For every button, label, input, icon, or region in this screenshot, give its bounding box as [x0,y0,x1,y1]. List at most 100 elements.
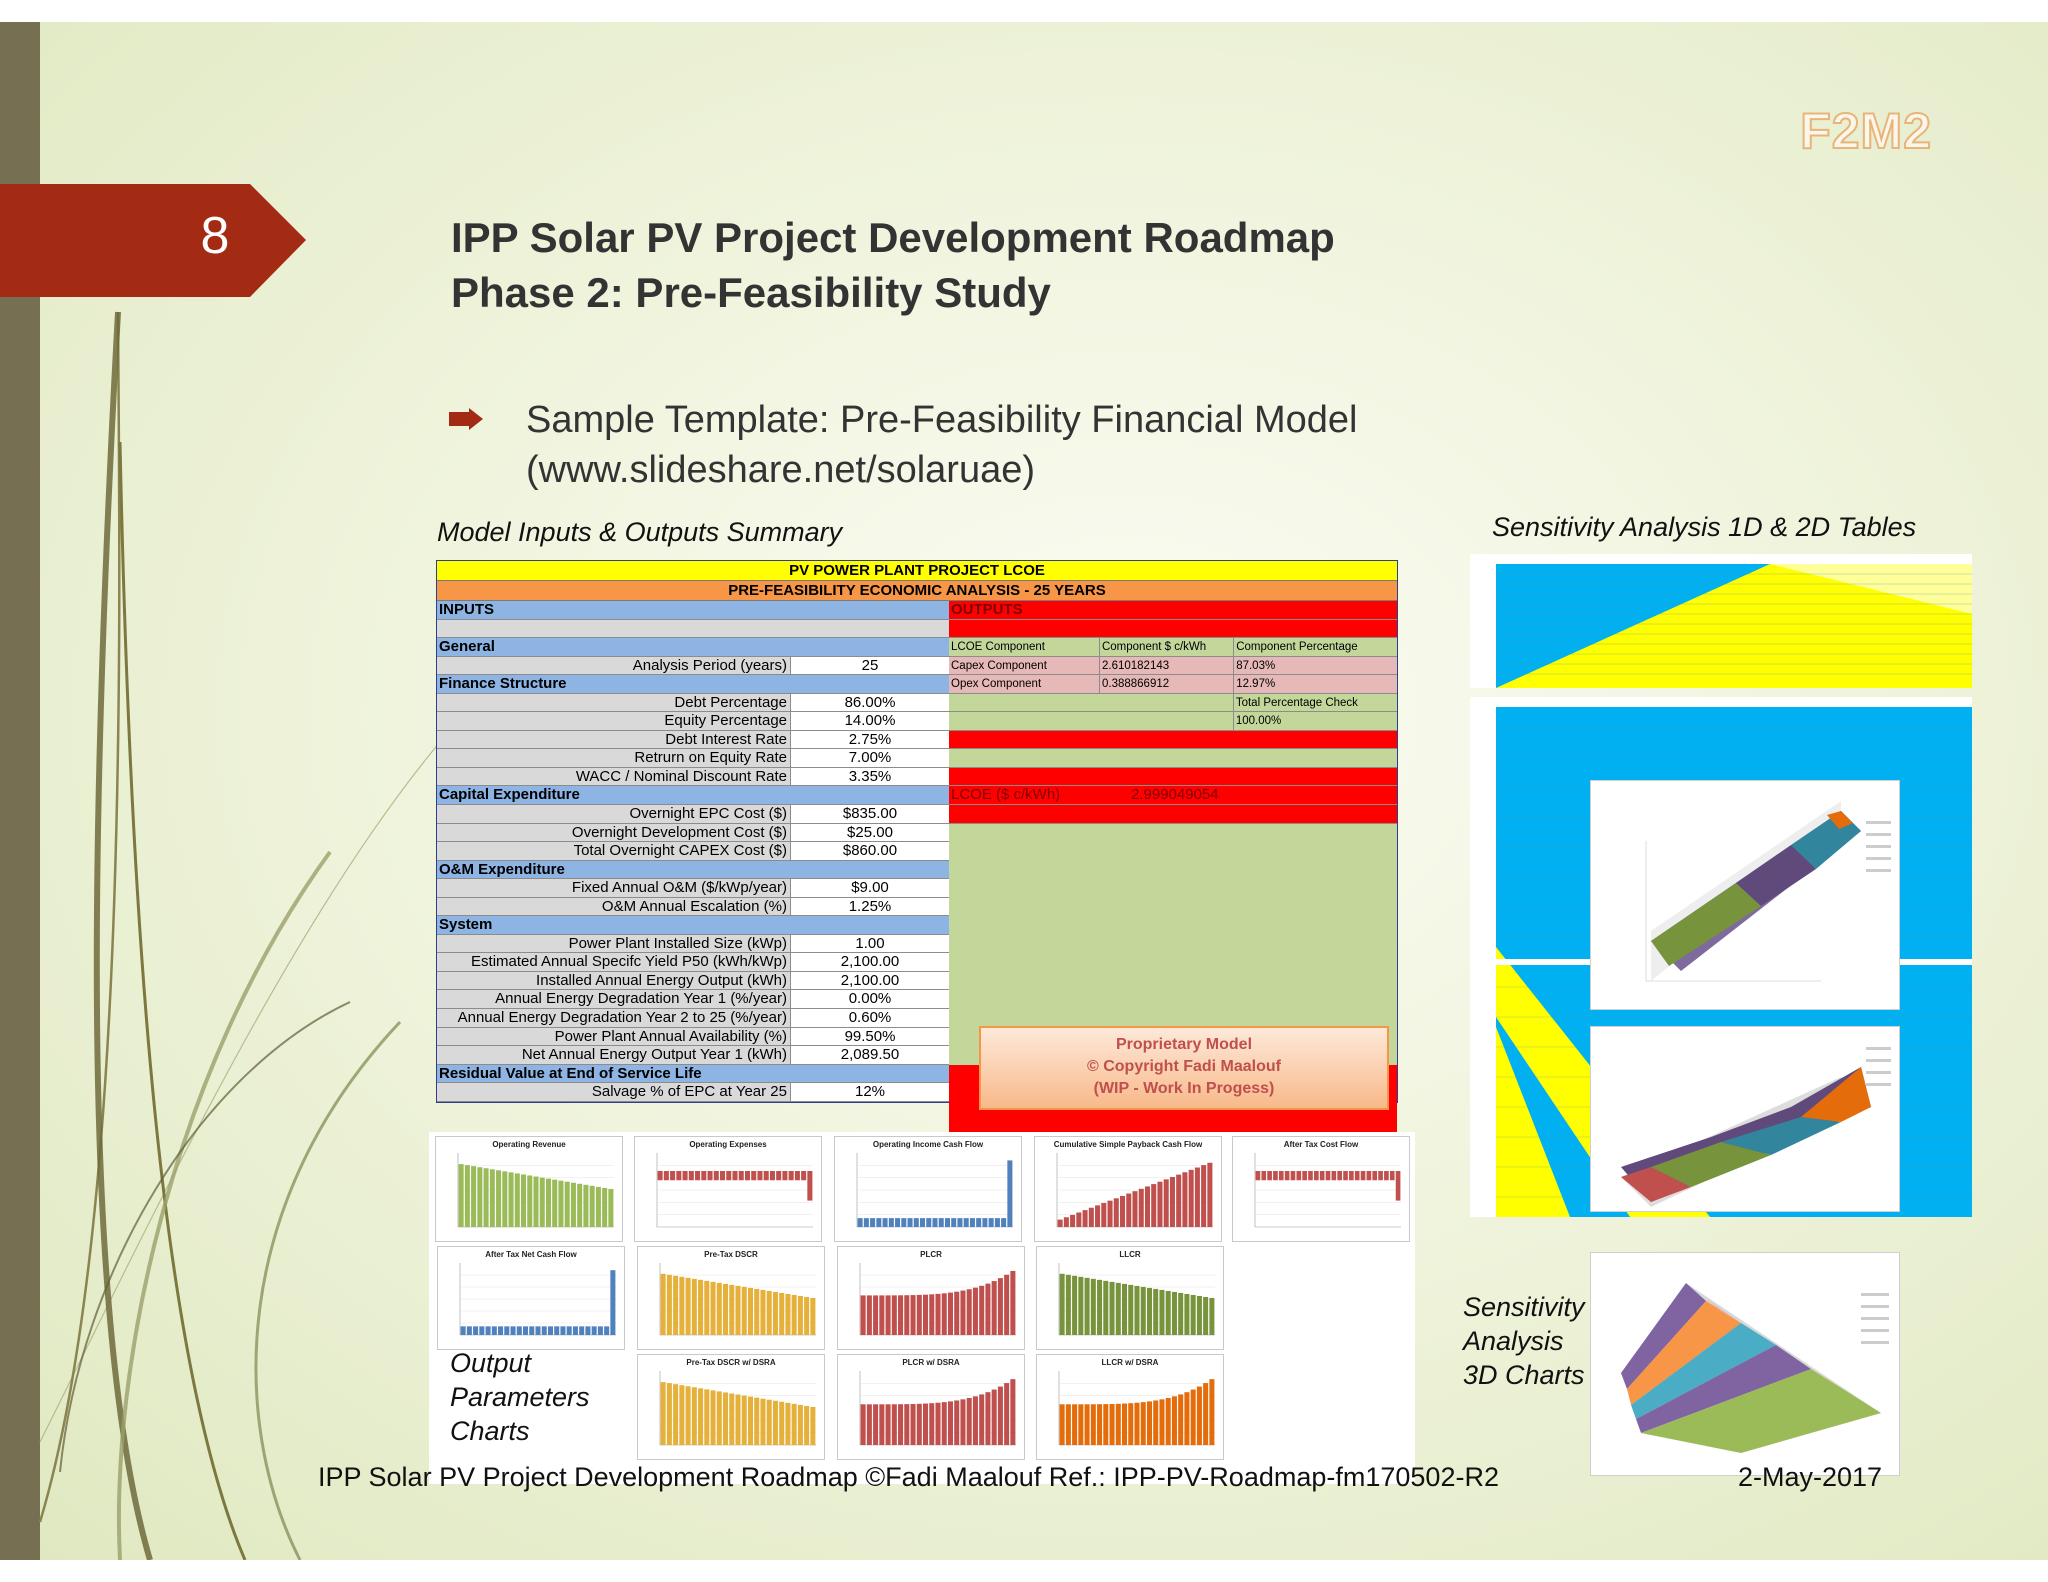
thumbnail-bar [979,1285,985,1335]
thumbnail-bar [471,1166,477,1227]
thumbnail-bar [1171,1291,1177,1335]
thumbnail-bar [682,1171,688,1181]
thumbnail-bar [552,1179,558,1227]
output-chart-thumbnail: LLCR [1036,1246,1224,1350]
outputs-header: OUTPUTS [949,601,1397,620]
thumbnail-bar [963,1218,969,1227]
thumbnail-bar [910,1403,916,1445]
logo: F2M2 [1799,102,1932,160]
input-value: 3.35% [791,767,949,786]
thumbnail-bar [891,1295,897,1335]
thumbnail-bar [804,1296,810,1335]
output-chart-thumbnail: Pre-Tax DSCR w/ DSRA [637,1354,825,1460]
thumbnail-bar [1072,1404,1078,1445]
thumbnail-bar [498,1326,504,1335]
thumbnail-bar [1134,1285,1140,1335]
thumbnail-bar [1004,1274,1010,1335]
thumbnail-bar [504,1326,510,1335]
thumbnail-bar [779,1401,785,1445]
thumbnail-bar [1109,1403,1115,1445]
sheet-input-row: Annual Energy Degradation Year 2 to 25 (… [437,1009,949,1028]
thumbnail-bar [1366,1171,1372,1181]
slide-number: 8 [200,207,230,265]
thumbnail-bar [997,1278,1003,1335]
thumbnail-bar [1084,1277,1090,1335]
thumbnail-bar [1273,1171,1278,1181]
input-label: Overnight EPC Cost ($) [437,805,791,823]
thumbnail-bar [1109,1281,1115,1335]
slide-number-tab [0,184,306,297]
thumbnail-bar [791,1403,797,1445]
thumbnail-bar [788,1171,794,1181]
thumbnail-plot [1254,1153,1401,1228]
title-line-1: IPP Solar PV Project Development Roadmap [451,214,1335,261]
caption-sensitivity-3d: Sensitivity Analysis 3D Charts [1463,1292,1585,1390]
thumbnail-bar [882,1218,888,1227]
thumbnail-bar [673,1275,679,1335]
thumbnail-bar [1065,1274,1071,1335]
thumbnail-bar [935,1293,941,1335]
thumbnail-bar [994,1218,1000,1227]
sheet-input-row: Overnight EPC Cost ($)$835.00 [437,805,949,824]
thumbnail-bar [769,1171,775,1181]
proprietary-stamp: Proprietary Model © Copyright Fadi Maalo… [979,1026,1389,1110]
model-summary-sheet: PV POWER PLANT PROJECT LCOE PRE-FEASIBIL… [436,560,1398,1175]
output-chart-thumbnail: After Tax Cost Flow [1232,1136,1410,1242]
thumbnail-bar [701,1171,707,1181]
thumbnail-bar [1090,1404,1096,1445]
thumbnail-bar [766,1290,772,1335]
thumbnail-bar [1001,1218,1007,1227]
thumbnail-bar [1284,1171,1290,1181]
thumbnail-title: LLCR [1119,1250,1141,1259]
thumbnail-bar [713,1171,719,1181]
thumbnail-bar [1349,1171,1354,1181]
thumbnail-bar [1057,1219,1063,1227]
output-chart-thumbnail: PLCR [837,1246,1025,1350]
thumbnail-bar [1082,1210,1088,1227]
thumbnail-bar [1088,1207,1094,1227]
thumbnail-bar [1165,1397,1171,1445]
thumbnail-bar [496,1170,502,1227]
thumbnail-bar [1354,1171,1360,1181]
thumbnail-bar [485,1326,491,1335]
thumbnail-bar [1165,1290,1171,1335]
thumbnail-bar [695,1171,701,1181]
thumbnail-bar [747,1287,753,1335]
thumbnail-bar [1078,1276,1084,1335]
thumbnail-plot [656,1153,813,1228]
thumbnail-bar [772,1291,778,1335]
thumbnail-bar [597,1326,603,1335]
thumbnail-bar [716,1391,722,1445]
thumbnail-bar [473,1326,479,1335]
thumbnail-bar [673,1384,679,1445]
thumbnail-bar [954,1291,960,1335]
thumbnail-bar [1331,1171,1337,1181]
output-check-value-row: 100.00% [949,712,1397,731]
thumbnail-bar [1255,1171,1261,1181]
thumbnail-bar [1209,1297,1215,1335]
thumbnail-bar [1182,1172,1188,1227]
thumbnail-bar [1372,1171,1378,1181]
thumbnail-bar [1360,1171,1366,1181]
thumbnail-bar [1389,1171,1395,1181]
thumbnail-bar [782,1171,788,1181]
thumbnail-bar [873,1295,879,1335]
thumbnail-bar [589,1185,595,1227]
thumbnail-bar [698,1388,704,1445]
thumbnail-bar [804,1405,810,1445]
thumbnail-bar [1153,1400,1159,1445]
thumbnail-bar [1203,1383,1209,1445]
thumbnail-bar [929,1294,935,1335]
input-value: 2,089.50 [791,1046,949,1064]
sheet-section-header: Residual Value at End of Service Life [437,1064,949,1084]
input-label: Total Overnight CAPEX Cost ($) [437,842,791,860]
thumbnail-bar [904,1404,910,1445]
thumbnail-bar [585,1326,591,1335]
thumbnail-bar [1010,1379,1016,1445]
input-label: O&M Annual Escalation (%) [437,897,791,916]
thumbnail-bar [1157,1181,1163,1227]
thumbnail-bar [997,1386,1003,1445]
input-value: $860.00 [791,842,949,860]
thumbnail-bar [901,1218,907,1227]
thumbnail-bar [1267,1171,1272,1181]
